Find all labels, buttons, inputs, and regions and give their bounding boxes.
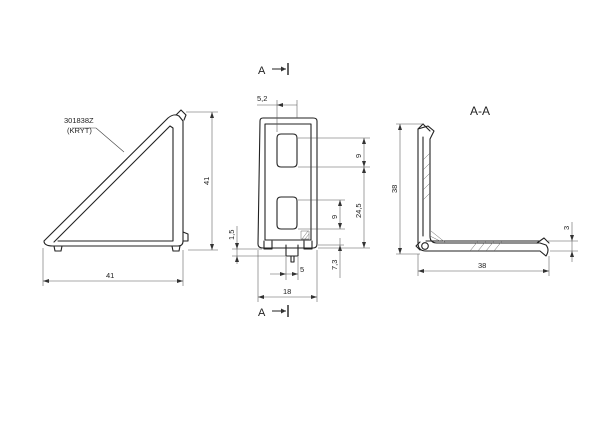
dim-slot-upper-value: 9 <box>354 154 363 158</box>
dim-slot-pitch <box>318 167 370 249</box>
dim-left-height-value: 41 <box>202 177 211 185</box>
section-letter-top: A <box>258 65 266 77</box>
dim-slot-lower <box>298 199 345 230</box>
dim-base-offset-left-value: 1,5 <box>227 230 236 240</box>
dim-left-width-value: 41 <box>106 271 114 280</box>
dim-left-width <box>42 248 184 286</box>
dim-tab-width <box>270 257 299 280</box>
section-view <box>415 123 550 257</box>
dim-overall-width-value: 18 <box>283 287 291 296</box>
dim-section-height-value: 38 <box>390 185 399 193</box>
dim-slot-upper <box>298 137 370 168</box>
dim-section-width-value: 38 <box>478 261 486 270</box>
dim-section-height <box>396 123 424 255</box>
dim-left-height <box>186 111 218 251</box>
dim-section-thickness <box>548 222 578 262</box>
section-arrow-bottom-icon <box>272 305 289 317</box>
part-number-label: 301838Z <box>64 116 94 125</box>
dim-base-offset-bottom <box>318 238 344 278</box>
dim-top-width-value: 5,2 <box>257 94 267 103</box>
dim-slot-lower-value: 9 <box>330 215 339 219</box>
section-arrow-top-icon <box>272 63 289 75</box>
dim-overall-width <box>257 250 318 302</box>
dim-section-width <box>417 254 550 276</box>
section-letter-bottom: A <box>258 307 266 319</box>
dim-base-offset-left <box>232 226 286 264</box>
side-view <box>43 109 189 252</box>
dim-section-thickness-value: 3 <box>562 226 571 230</box>
part-material-label: (KRYT) <box>67 126 92 135</box>
front-view <box>257 117 318 263</box>
dim-slot-pitch-value: 24,5 <box>354 203 363 218</box>
dim-base-offset-bottom-value: 7,3 <box>330 260 339 270</box>
dim-tab-width-value: 5 <box>300 265 304 274</box>
section-title: A-A <box>470 104 490 118</box>
dim-top-width <box>257 100 298 132</box>
